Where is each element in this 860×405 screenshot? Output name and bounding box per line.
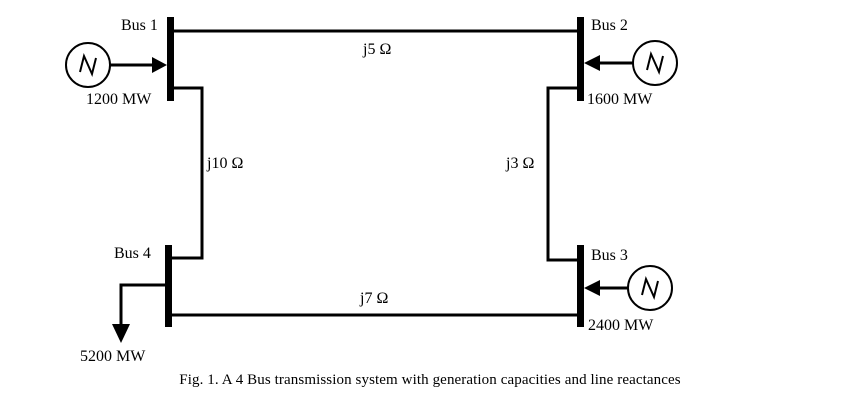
busbar-bus2 — [577, 17, 584, 101]
generator-bus1 — [65, 42, 167, 88]
load-feeder-bus4 — [119, 283, 165, 327]
capacity-label-bus3: 2400 MW — [588, 317, 654, 334]
bus-label-bus2: Bus 2 — [591, 17, 628, 34]
ac-waveform-glyph — [79, 52, 97, 78]
load-bus4 — [112, 283, 165, 343]
transmission-line-bus2-bus3 — [546, 86, 580, 262]
reactance-label-line-1-2: j5 Ω — [362, 41, 391, 58]
reactance-label-line-4-3: j7 Ω — [359, 290, 388, 307]
ac-waveform-glyph — [641, 275, 659, 301]
reactance-label-line-1-4: j10 Ω — [206, 155, 243, 172]
load-label-bus4: 5200 MW — [80, 348, 146, 365]
ac-waveform-glyph — [646, 50, 664, 76]
transmission-line-bus1-bus4 — [166, 86, 204, 260]
arrowhead-into-bus1 — [152, 57, 167, 73]
figure-caption: Fig. 1. A 4 Bus transmission system with… — [179, 372, 681, 388]
arrowhead-into-bus2 — [584, 55, 600, 71]
busbar-bus3 — [577, 245, 584, 327]
busbar-bus1 — [167, 17, 174, 101]
bus-label-bus3: Bus 3 — [591, 247, 628, 264]
arrowhead-into-bus3 — [584, 280, 600, 296]
reactance-label-line-2-3: j3 Ω — [505, 155, 534, 172]
load-arrow-icon — [112, 324, 130, 343]
bus-label-bus1: Bus 1 — [121, 17, 158, 34]
capacity-label-bus2: 1600 MW — [587, 91, 653, 108]
busbar-bus4 — [165, 245, 172, 327]
generator-bus3 — [584, 265, 673, 311]
capacity-label-bus1: 1200 MW — [86, 91, 152, 108]
generator-bus2 — [584, 40, 678, 86]
bus-label-bus4: Bus 4 — [114, 245, 151, 262]
